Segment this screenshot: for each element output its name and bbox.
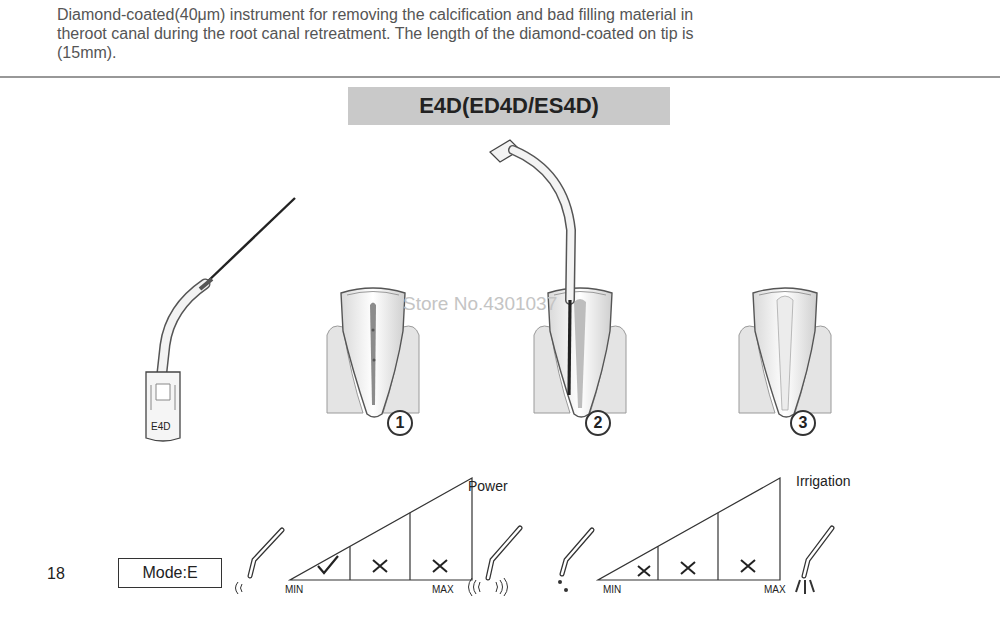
page-number: 18 [47, 565, 65, 583]
irrigation-scale [598, 478, 780, 580]
node-text: 3 [799, 414, 808, 432]
callout-number: 2 [585, 410, 611, 436]
power-scale [290, 478, 472, 580]
watermark: Store No.4301037 [403, 293, 557, 315]
part-name: E4D [151, 421, 170, 432]
ultrasonic-tip [490, 140, 571, 395]
scale-title: Irrigation [796, 473, 850, 489]
ultrasonic-tip [146, 198, 295, 441]
description-text: Diamond-coated(40μm) instrument for remo… [57, 5, 707, 62]
node-text: 2 [594, 414, 603, 432]
title-band: E4D(ED4D/ES4D) [348, 87, 670, 125]
handpiece-icon [236, 530, 283, 594]
mode-box: Mode:E [118, 558, 222, 588]
scale-title: Power [468, 478, 508, 494]
node-text: Mode:E [142, 564, 197, 582]
handpiece-icon [558, 530, 592, 592]
scale-max: MAX [432, 584, 454, 595]
node-text: E4D(ED4D/ES4D) [419, 93, 599, 119]
node-text: 1 [396, 414, 405, 432]
handpiece-icon [469, 528, 521, 596]
callout-number: 3 [790, 410, 816, 436]
scale-min: MIN [285, 584, 303, 595]
header-rule [0, 76, 1000, 77]
scale-max: MAX [764, 584, 786, 595]
callout-number: 1 [387, 410, 413, 436]
scale-min: MIN [603, 584, 621, 595]
tooth-drawing [739, 288, 831, 417]
handpiece-icon [796, 528, 832, 594]
